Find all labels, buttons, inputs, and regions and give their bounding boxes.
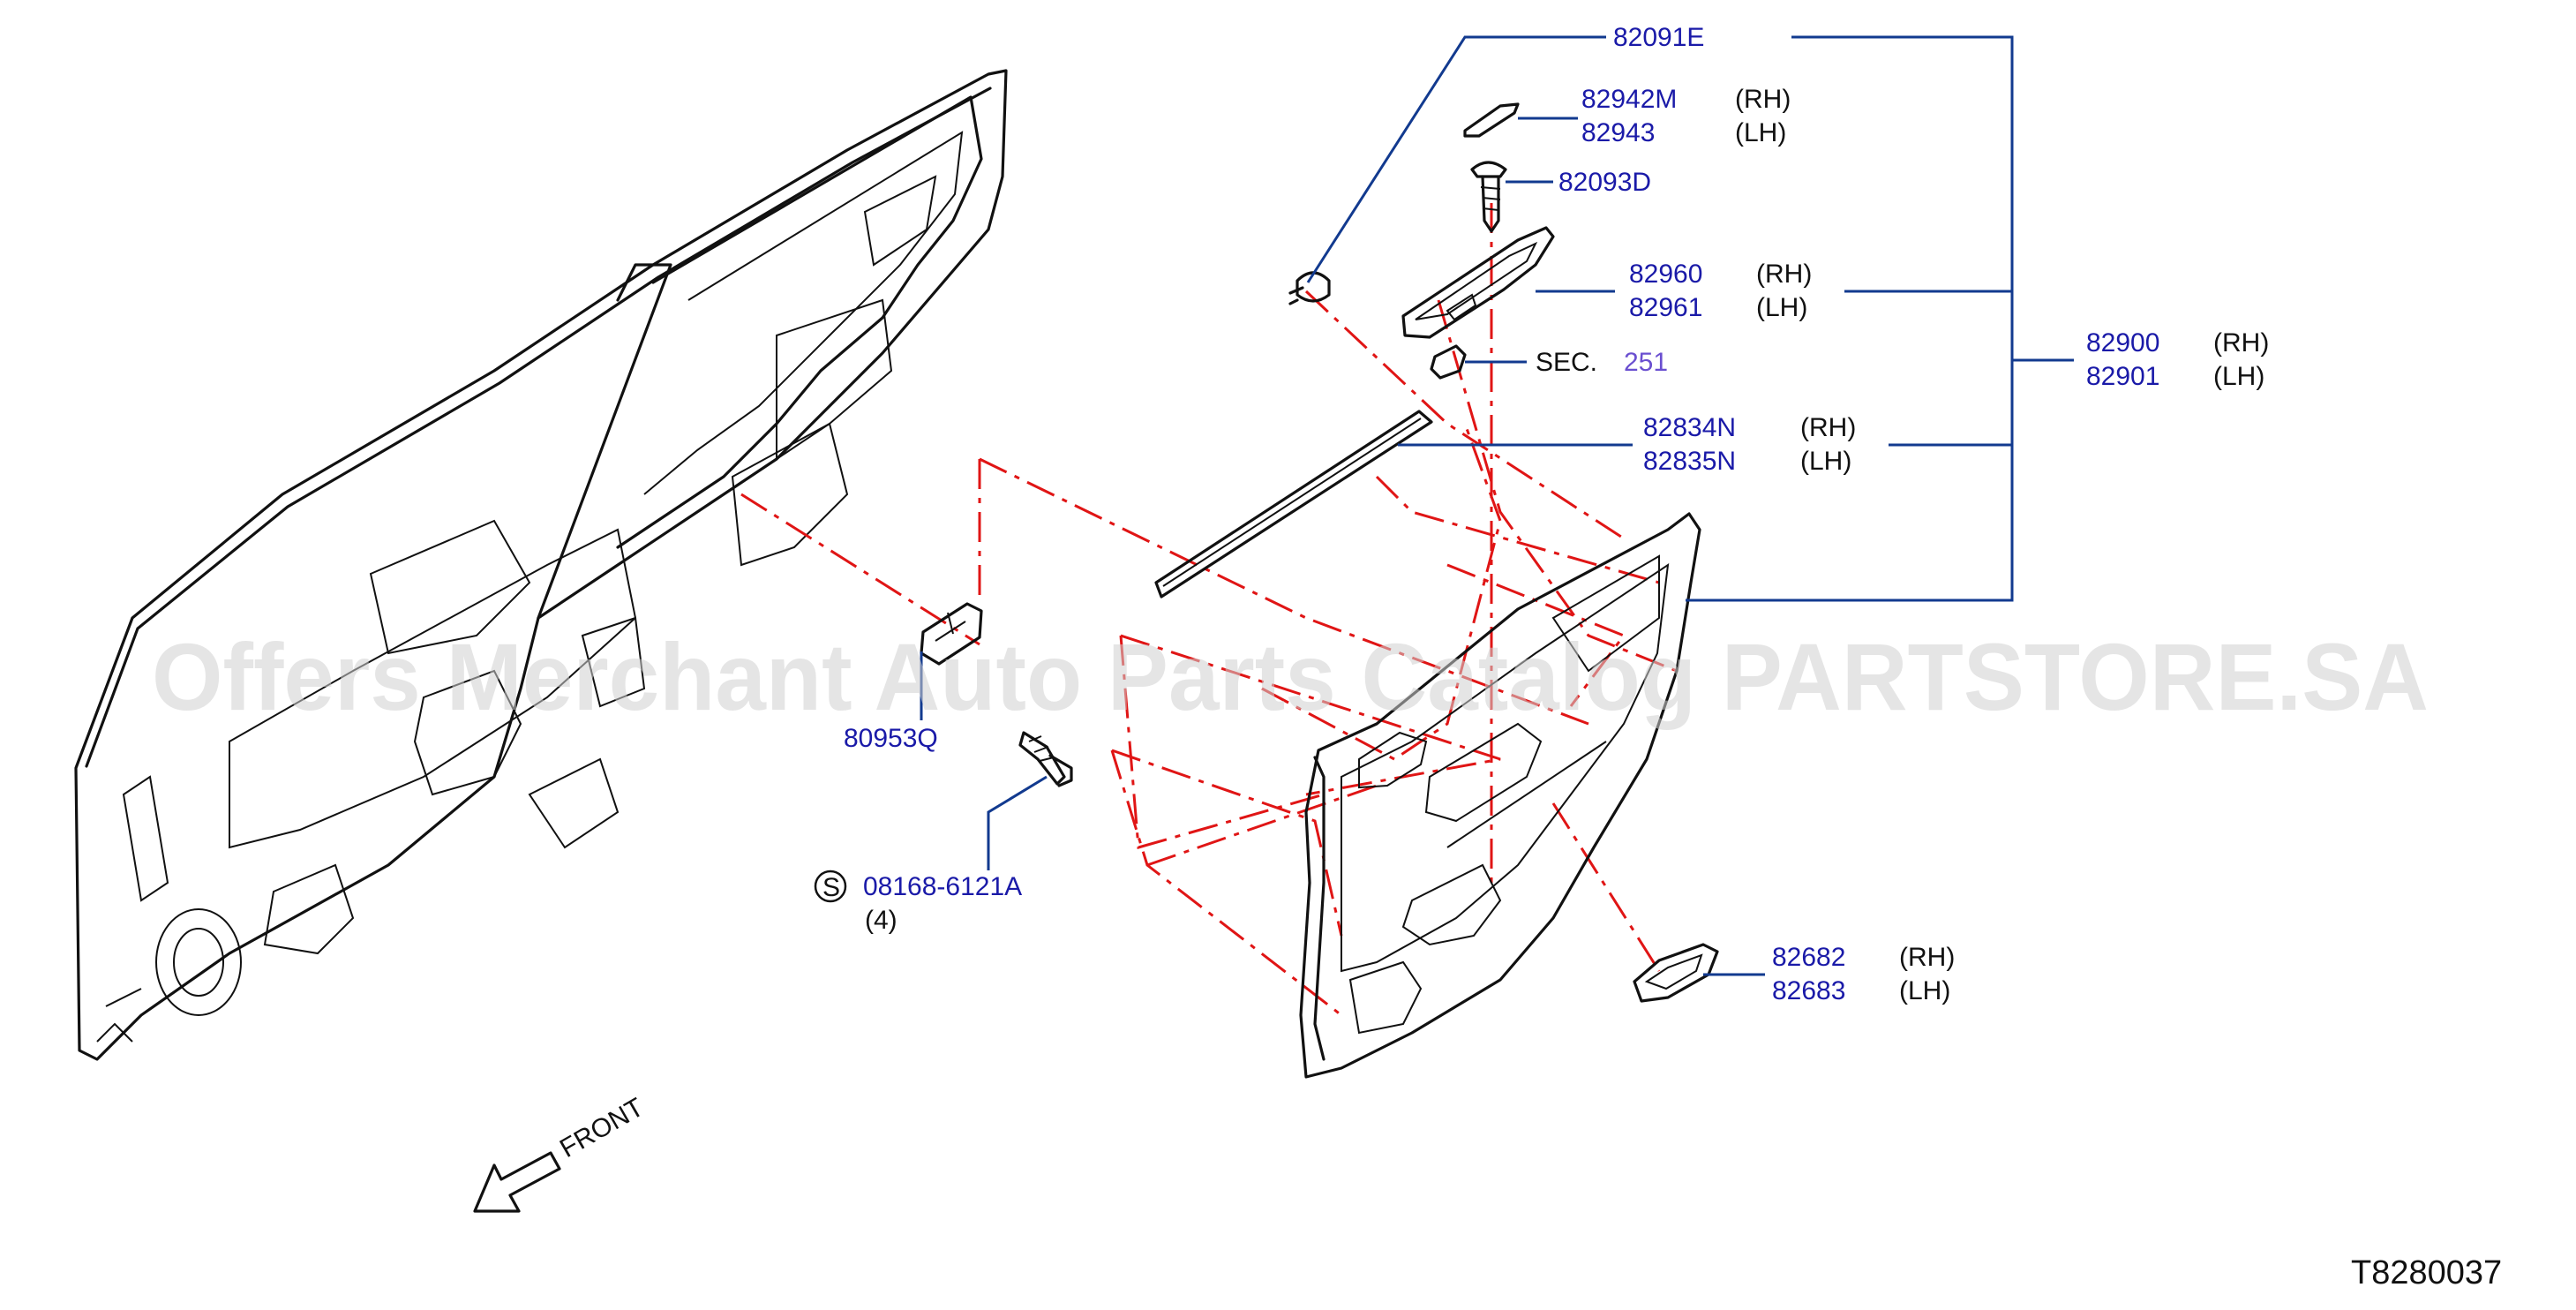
door-trim-panel[interactable] — [1299, 512, 1701, 1079]
part-82683[interactable]: 82683 — [1772, 976, 1845, 1005]
part-82943[interactable]: 82943 — [1581, 118, 1655, 147]
side-rh: (RH) — [1800, 413, 1856, 442]
side-lh: (LH) — [1735, 118, 1786, 147]
escutcheon-cap[interactable] — [1463, 102, 1520, 138]
trim-screw[interactable] — [1470, 161, 1507, 233]
part-82093D[interactable]: 82093D — [1558, 168, 1651, 197]
part-80953Q[interactable]: 80953Q — [844, 724, 938, 753]
armrest-finisher[interactable] — [1401, 226, 1555, 339]
inside-handle-escutcheon[interactable] — [1633, 943, 1719, 1003]
leader-lines — [920, 35, 2074, 976]
section-prefix: SEC. — [1536, 348, 1597, 377]
front-label: FRONT — [555, 1093, 649, 1163]
side-rh: (RH) — [1756, 260, 1812, 289]
part-82835N[interactable]: 82835N — [1643, 447, 1736, 476]
side-rh: (RH) — [1735, 85, 1791, 114]
door-shell — [74, 69, 1008, 1061]
part-82834N[interactable]: 82834N — [1643, 413, 1736, 442]
part-quantity: (4) — [865, 906, 897, 935]
bolt[interactable] — [1018, 731, 1073, 787]
side-lh: (LH) — [1899, 976, 1950, 1005]
side-lh: (LH) — [1800, 447, 1851, 476]
side-rh: (RH) — [1899, 943, 1955, 972]
belt-weatherstrip[interactable] — [1154, 410, 1433, 599]
part-82942M[interactable]: 82942M — [1581, 85, 1677, 114]
front-arrow-icon — [473, 1151, 561, 1213]
part-82682[interactable]: 82682 — [1772, 943, 1845, 972]
side-rh: (RH) — [2213, 328, 2269, 358]
standard-part-symbol: S — [822, 873, 840, 902]
side-lh: (LH) — [1756, 293, 1807, 322]
part-82901[interactable]: 82901 — [2086, 362, 2159, 391]
part-labels: 82091E 82942M (RH) 82943 (LH) 82093D 829… — [814, 23, 2269, 1005]
part-82960[interactable]: 82960 — [1629, 260, 1702, 289]
part-82900[interactable]: 82900 — [2086, 328, 2159, 358]
side-lh: (LH) — [2213, 362, 2264, 391]
explode-lines — [740, 203, 1678, 1017]
window-switch[interactable] — [1430, 344, 1467, 380]
part-08168-6121A[interactable]: 08168-6121A — [863, 872, 1022, 901]
drawing-code: T8280037 — [2351, 1254, 2502, 1291]
part-82961[interactable]: 82961 — [1629, 293, 1702, 322]
part-82091E[interactable]: 82091E — [1613, 23, 1704, 52]
standard-part-circle — [814, 870, 847, 903]
front-indicator: FRONT — [473, 1093, 649, 1213]
watermark: Offers Merchant Auto Parts Catalog PARTS… — [152, 623, 2429, 730]
trim-clip[interactable] — [1288, 271, 1331, 305]
section-ref-251[interactable]: 251 — [1624, 348, 1668, 377]
